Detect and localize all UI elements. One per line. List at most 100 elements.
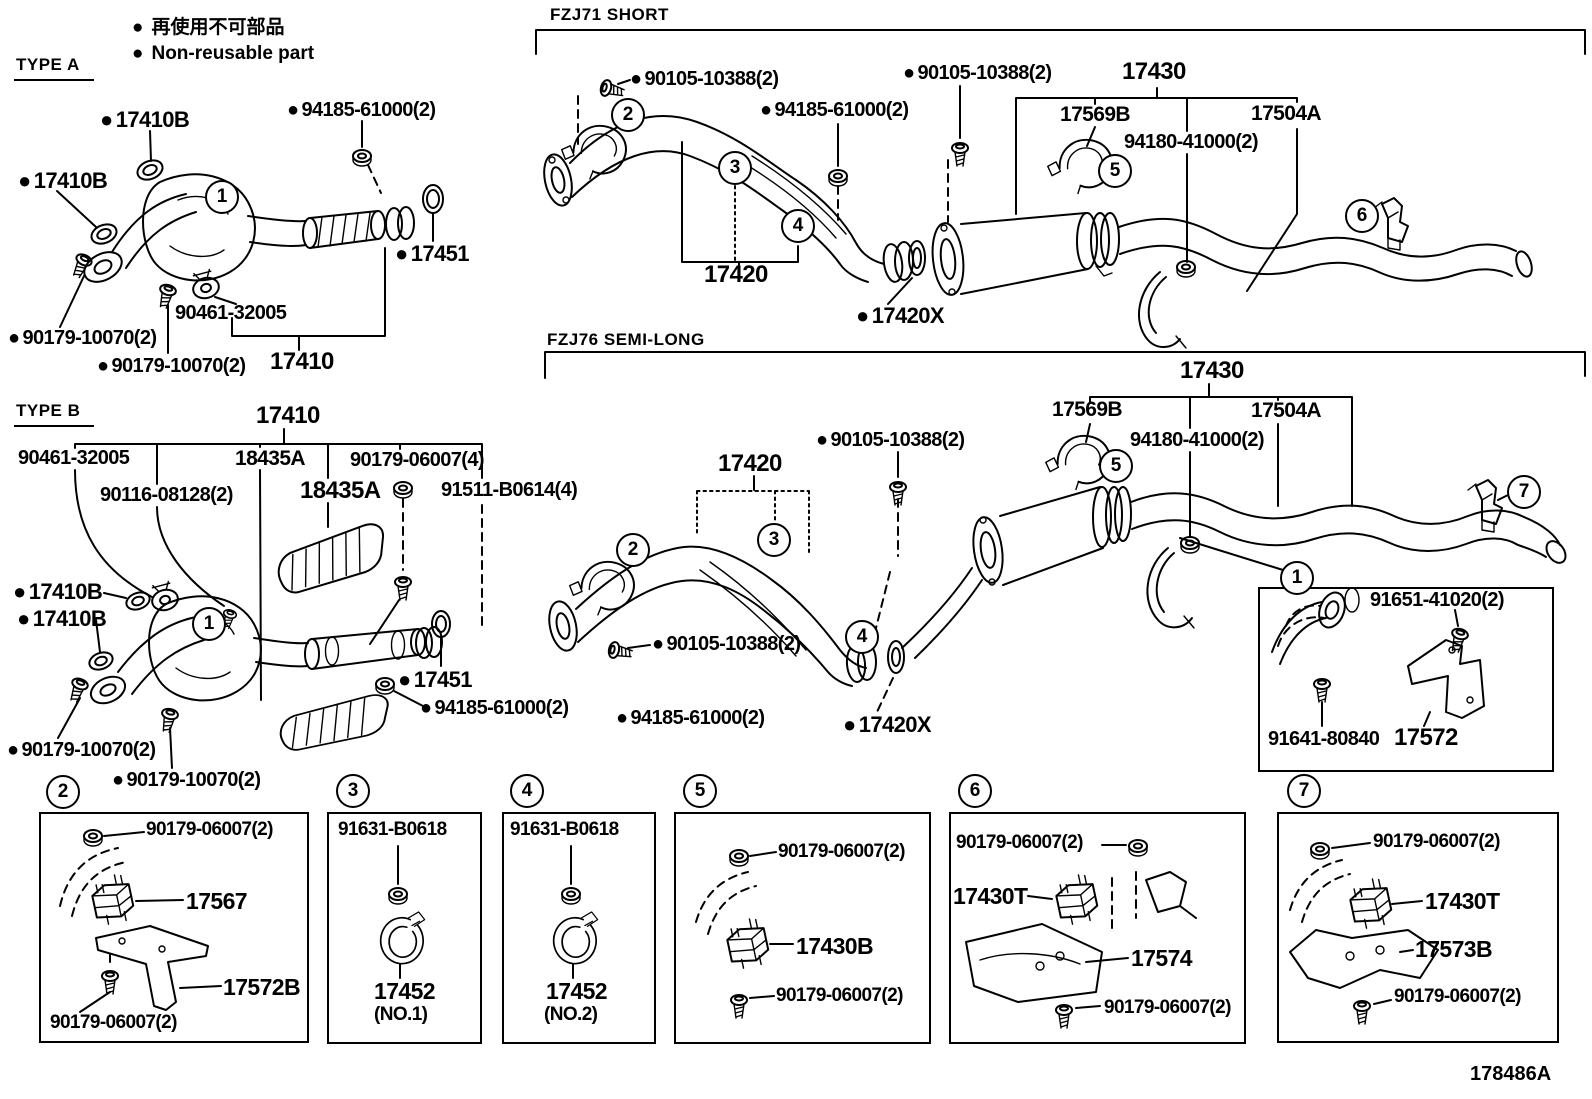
part-label-17430: 17430 <box>1180 357 1244 384</box>
detail-box-2-drawing <box>59 829 222 1013</box>
part-label-no-2: (NO.2) <box>544 1004 598 1025</box>
part-label-17430t: 17430T <box>953 883 1028 909</box>
callout-number-7: 7 <box>1287 774 1321 808</box>
part-label-90461-32005: 90461-32005 <box>18 447 130 469</box>
part-label-91641-80840: 91641-80840 <box>1268 728 1380 750</box>
detail-box <box>674 812 931 1044</box>
callout-number-7: 7 <box>1507 475 1541 509</box>
part-label-90179-06007-2: 90179-06007(2) <box>50 1012 177 1033</box>
detail-box <box>1277 812 1559 1043</box>
callout-number-1: 1 <box>205 180 239 214</box>
part-label-94185-61000-2: ●94185-61000(2) <box>616 707 765 729</box>
part-label-17504a: 17504A <box>1251 399 1322 422</box>
non-reusable-bullet-icon: ● <box>100 107 113 132</box>
non-reusable-bullet-icon: ● <box>8 327 20 349</box>
part-label-17410b: ●17410B <box>13 579 103 604</box>
callout-number-6: 6 <box>958 774 992 808</box>
non-reusable-bullet-icon: ● <box>395 241 408 266</box>
non-reusable-bullet-icon: ● <box>843 712 856 737</box>
legend-non-reusable-jp: ●再使用不可部品 <box>132 17 285 38</box>
part-label-17410: 17410 <box>270 348 334 375</box>
non-reusable-bullet-icon: ● <box>760 99 772 121</box>
part-label-90179-06007-2: 90179-06007(2) <box>1373 831 1500 852</box>
part-label-91631-b0618: 91631-B0618 <box>338 819 447 840</box>
non-reusable-bullet-icon: ● <box>18 168 31 193</box>
callout-number-4: 4 <box>510 774 544 808</box>
callout-number-6: 6 <box>1345 199 1379 233</box>
callout-number-3: 3 <box>757 523 791 557</box>
non-reusable-bullet-icon: ● <box>616 707 628 729</box>
part-label-90105-10388-2: ●90105-10388(2) <box>903 62 1052 84</box>
part-label-17430b: 17430B <box>796 933 874 959</box>
non-reusable-bullet-icon: ● <box>7 739 19 761</box>
part-label-90179-06007-2: 90179-06007(2) <box>146 819 273 840</box>
fzj71-drawing <box>535 29 1586 349</box>
part-label-90179-10070-2: ●90179-10070(2) <box>97 355 246 377</box>
non-reusable-bullet-icon: ● <box>856 303 869 328</box>
part-label-91511-b0614-4: 91511-B0614(4) <box>441 479 578 501</box>
part-label-94185-61000-2: ●94185-61000(2) <box>760 99 909 121</box>
detail-box-7-drawing <box>1289 842 1439 1025</box>
part-label-17420x: ●17420X <box>856 303 945 328</box>
part-label-17420: 17420 <box>704 261 768 288</box>
part-label-90179-10070-2: ●90179-10070(2) <box>112 769 261 791</box>
callout-number-2: 2 <box>46 775 80 809</box>
non-reusable-bullet-icon: ● <box>398 667 411 692</box>
part-label-90179-06007-4: 90179-06007(4) <box>350 449 485 471</box>
callout-number-4: 4 <box>845 620 879 654</box>
section-header-type-b: TYPE B <box>14 401 95 427</box>
callout-number-1: 1 <box>192 607 226 641</box>
non-reusable-bullet-icon: ● <box>13 579 26 604</box>
part-label-17410b: ●17410B <box>100 107 190 132</box>
callout-number-3: 3 <box>336 774 370 808</box>
part-label-17430: 17430 <box>1122 58 1186 85</box>
detail-box-3-drawing <box>379 845 426 979</box>
part-label-17572: 17572 <box>1394 724 1458 751</box>
part-label-94180-41000-2: 94180-41000(2) <box>1124 131 1259 153</box>
detail-box <box>949 812 1246 1044</box>
non-reusable-bullet-icon: ● <box>816 429 828 451</box>
type-b-drawing <box>57 428 483 769</box>
section-header-fzj71: FZJ71 SHORT <box>550 5 669 24</box>
part-label-18435a: 18435A <box>300 477 381 504</box>
callout-number-5: 5 <box>1099 449 1133 483</box>
part-label-17410b: ●17410B <box>17 606 107 631</box>
callout-number-5: 5 <box>1098 154 1132 188</box>
part-label-91631-b0618: 91631-B0618 <box>510 819 619 840</box>
section-header-fzj76: FZJ76 SEMI-LONG <box>547 330 705 349</box>
part-label-17567: 17567 <box>186 888 248 914</box>
callout-number-2: 2 <box>616 533 650 567</box>
non-reusable-bullet-icon: ● <box>630 68 642 90</box>
non-reusable-bullet-icon: ● <box>17 606 30 631</box>
callout-number-2: 2 <box>611 98 645 132</box>
callout-number-4: 4 <box>781 209 815 243</box>
part-label-17569b: 17569B <box>1060 103 1131 126</box>
non-reusable-bullet-icon: ● <box>652 633 664 655</box>
non-reusable-bullet-icon: ● <box>287 99 299 121</box>
non-reusable-bullet-icon: ● <box>97 355 109 377</box>
part-label-17451: ●17451 <box>398 667 472 692</box>
non-reusable-bullet-icon: ● <box>420 697 432 719</box>
part-label-90105-10388-2: ●90105-10388(2) <box>630 68 779 90</box>
part-label-17410b: ●17410B <box>18 168 108 193</box>
part-label-no-1: (NO.1) <box>374 1004 428 1025</box>
part-label-18435a: 18435A <box>235 447 306 470</box>
callout-number-3: 3 <box>718 151 752 185</box>
bullet-icon: ● <box>132 43 144 64</box>
non-reusable-bullet-icon: ● <box>112 769 124 791</box>
part-label-17430t: 17430T <box>1425 888 1500 914</box>
part-label-17420x: ●17420X <box>843 712 932 737</box>
detail-box-5-drawing <box>695 849 794 1019</box>
drawing-number: 178486A <box>1470 1063 1552 1085</box>
part-label-17574: 17574 <box>1131 945 1193 971</box>
detail-box-6-drawing <box>965 839 1197 1029</box>
fzj76-drawing <box>544 351 1586 727</box>
bullet-icon: ● <box>132 17 144 38</box>
part-label-17451: ●17451 <box>395 241 469 266</box>
part-label-90461-32005: 90461-32005 <box>175 302 287 324</box>
part-label-17504a: 17504A <box>1251 102 1322 125</box>
callout-number-1: 1 <box>1280 561 1314 595</box>
part-label-94180-41000-2: 94180-41000(2) <box>1130 429 1265 451</box>
